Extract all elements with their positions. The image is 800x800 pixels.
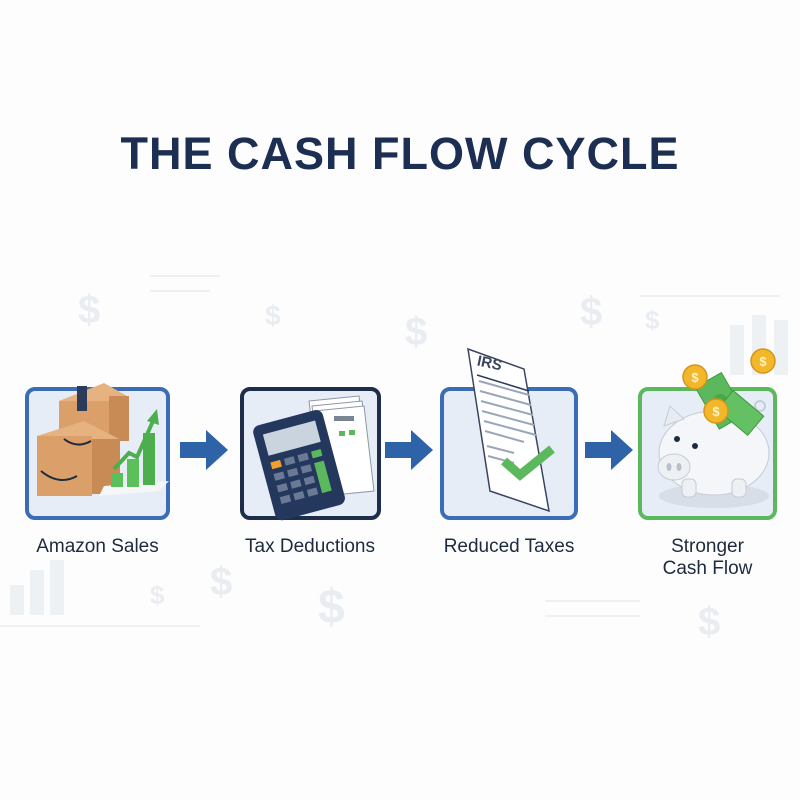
decorative-line [150, 275, 220, 277]
step-label: Tax Deductions [245, 536, 375, 557]
dollar-sign-icon: $ [405, 310, 428, 354]
step-label: Reduced Taxes [443, 536, 575, 557]
calculator-receipts-icon [253, 395, 375, 521]
boxes-growth-chart-icon [37, 383, 169, 496]
decorative-line [0, 625, 200, 627]
step-amazon-sales-card [25, 383, 170, 520]
dollar-sign-icon: $ [265, 300, 281, 331]
dollar-sign-icon: $ [78, 288, 101, 332]
arrow-right-icon [585, 430, 633, 470]
decorative-line [545, 600, 640, 602]
piggy-bank-coins-icon: $ $ $ [657, 348, 776, 508]
decorative-line [545, 615, 640, 617]
dollar-sign-icon: $ [580, 290, 603, 334]
bar-chart-decoration [10, 560, 80, 615]
dollar-sign-icon: $ [645, 305, 660, 335]
svg-text:$: $ [691, 370, 699, 385]
step-label: Amazon Sales [36, 536, 159, 557]
page-title: THE CASH FLOW CYCLE [120, 128, 680, 179]
arrow-right-icon [385, 430, 433, 470]
decorative-line [150, 290, 210, 292]
dollar-sign-icon: $ [150, 580, 165, 610]
decorative-line [640, 295, 780, 297]
step-label-line-1: Stronger [671, 536, 744, 557]
dollar-sign-icon: $ [210, 560, 233, 604]
step-label: Stronger Cash Flow [625, 536, 790, 580]
arrow-right-icon [180, 430, 228, 470]
dollar-sign-icon: $ [698, 600, 721, 644]
step-stronger-cash-flow-card: $ $ $ [638, 348, 777, 520]
step-label-line-2: Cash Flow [662, 558, 753, 579]
svg-text:$: $ [759, 354, 767, 369]
dollar-sign-icon: $ [318, 581, 345, 634]
step-reduced-taxes-card: IRS [440, 347, 578, 520]
step-tax-deductions-card [240, 387, 381, 521]
irs-document-check-icon [467, 347, 555, 513]
svg-text:$: $ [712, 404, 720, 419]
